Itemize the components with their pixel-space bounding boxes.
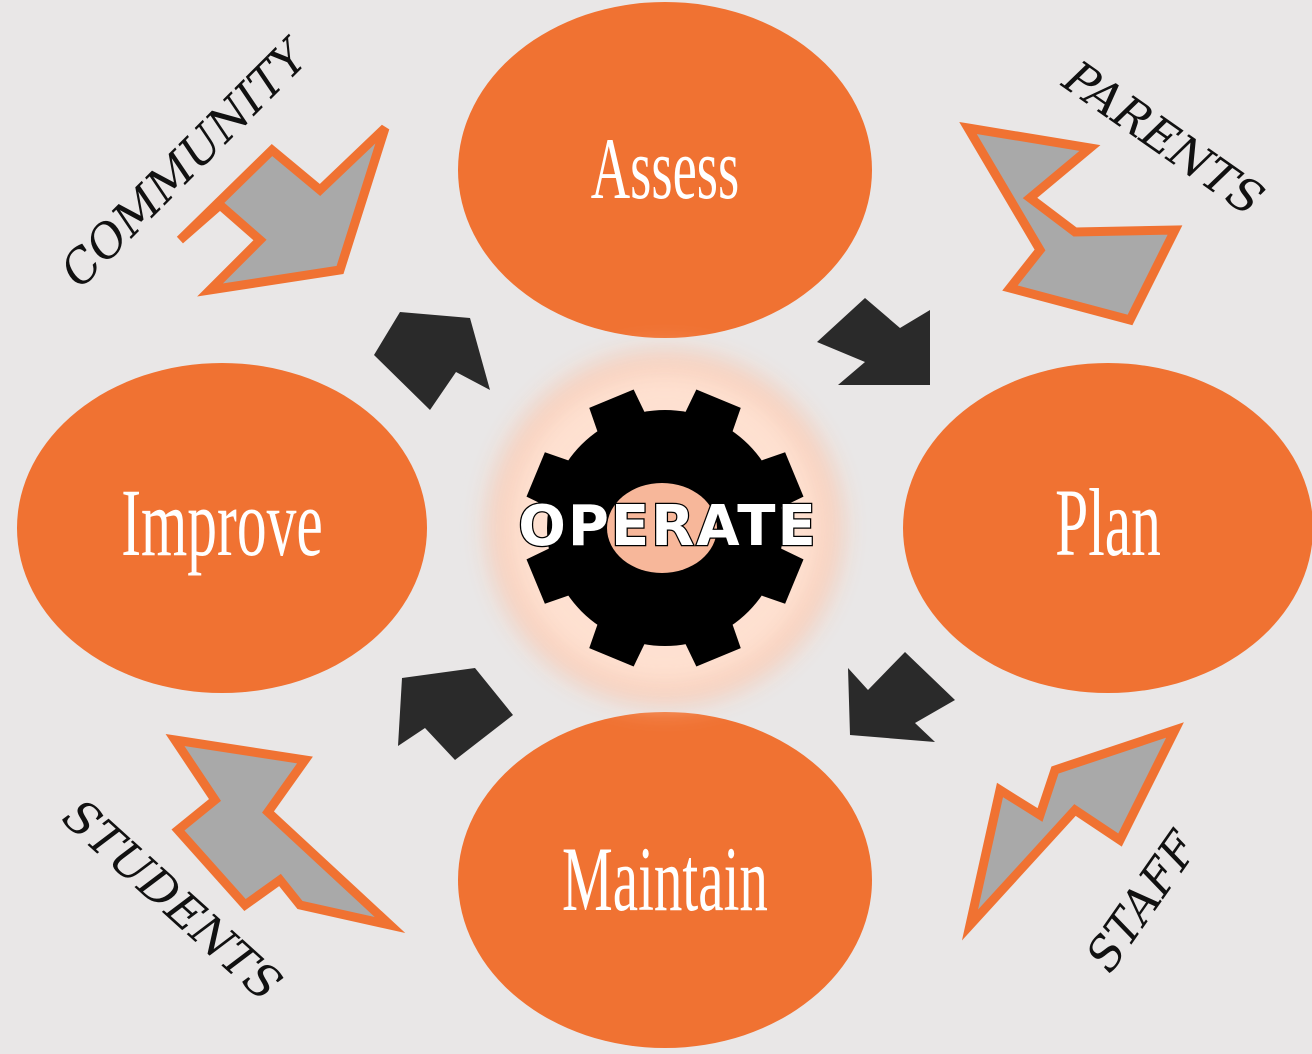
gear-tooth <box>589 616 649 667</box>
maintain-to-improve-arrow <box>398 668 513 760</box>
stage-improve-label: Improve <box>121 471 323 577</box>
stakeholder-parents: PARENTS <box>1053 49 1274 226</box>
center-label: OPERATE <box>518 494 817 559</box>
stage-maintain: Maintain <box>458 712 872 1048</box>
stage-improve: Improve <box>17 363 427 693</box>
stakeholder-staff: STAFF <box>1075 820 1210 981</box>
gear-tooth <box>681 389 741 440</box>
gear-tooth <box>526 544 577 604</box>
gear-tooth <box>589 389 649 440</box>
stage-assess-label: Assess <box>591 120 740 217</box>
stage-maintain-label: Maintain <box>562 828 768 930</box>
gear-icon <box>526 389 804 667</box>
students-input-arrow <box>165 733 406 934</box>
parents-input-arrow <box>959 122 1183 326</box>
center-gear: OPERATE <box>490 353 840 703</box>
community-input-arrow <box>176 124 390 297</box>
gear-tooth <box>753 452 804 512</box>
stage-plan-label: Plan <box>1055 471 1161 577</box>
gear-tooth <box>526 452 577 512</box>
improve-to-assess-arrow <box>374 312 490 410</box>
gear-tooth <box>753 544 804 604</box>
staff-input-arrow <box>961 722 1184 941</box>
stage-plan: Plan <box>903 363 1312 693</box>
assess-to-plan-arrow <box>817 298 930 385</box>
plan-to-maintain-arrow <box>848 652 955 742</box>
gear-tooth <box>681 616 741 667</box>
stage-assess: Assess <box>458 2 872 338</box>
